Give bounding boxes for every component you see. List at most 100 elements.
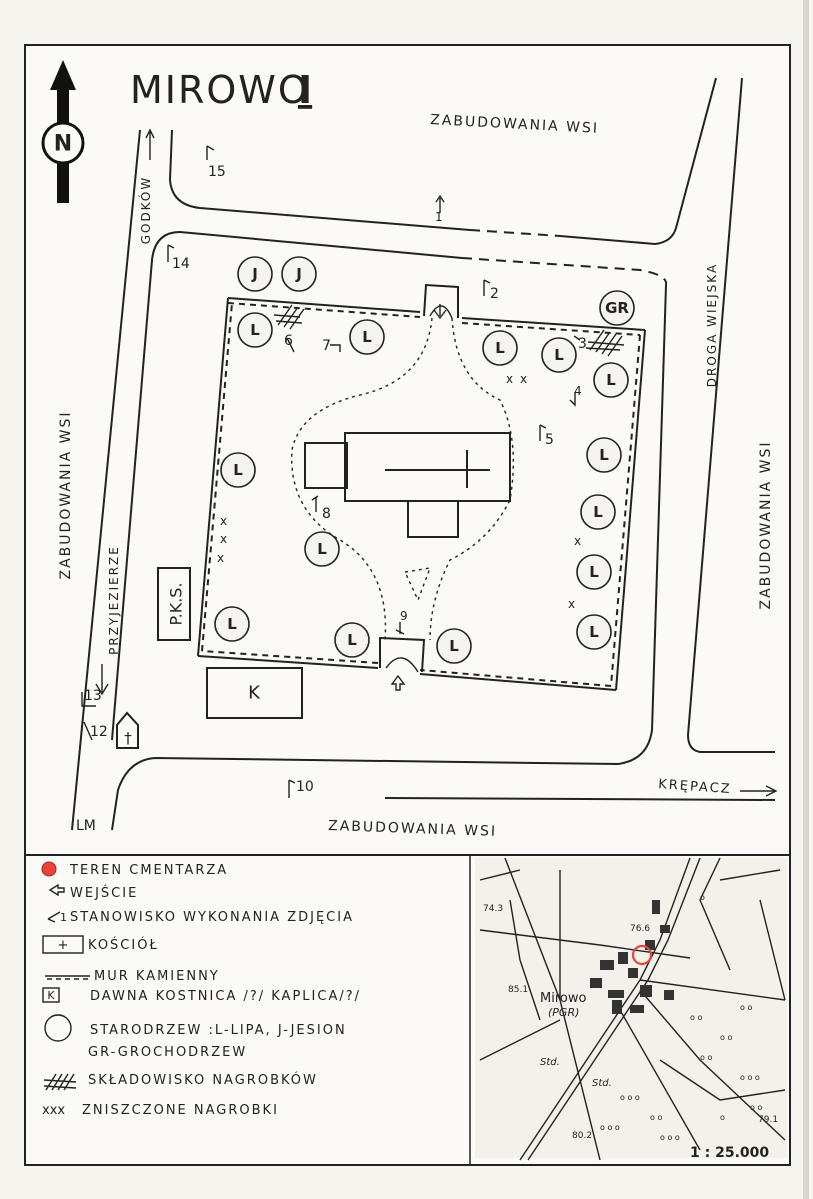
- svg-text:8: 8: [322, 506, 331, 522]
- svg-text:o: o: [700, 893, 705, 902]
- photo-point-5: 5: [539, 424, 554, 448]
- tree-lipa: L: [586, 437, 622, 473]
- svg-text:L: L: [599, 446, 609, 464]
- tree-lipa: L: [576, 554, 612, 590]
- legend-photo-icon: [47, 911, 61, 923]
- legend-zniszczone: ZNISZCZONE NAGROBKI: [82, 1103, 279, 1118]
- svg-text:3: 3: [578, 336, 587, 352]
- legend-k-icon: [42, 987, 60, 1003]
- legend-teren: TEREN CMENTARZA: [69, 863, 228, 878]
- svg-text:x: x: [220, 514, 227, 528]
- svg-text:9: 9: [400, 609, 408, 623]
- north-letter: N: [54, 132, 72, 157]
- photo-point-6: 6: [284, 333, 295, 353]
- tree-lipa: L: [214, 606, 250, 642]
- svg-text:+: +: [58, 938, 69, 953]
- photo-point-9: 9: [395, 609, 408, 635]
- inset-pgr: (PGR): [548, 1006, 579, 1019]
- inset-std-1: Std.: [540, 1057, 560, 1068]
- svg-text:14: 14: [172, 256, 190, 272]
- svg-text:x: x: [574, 534, 581, 548]
- chapel-building: †: [116, 711, 139, 749]
- svg-text:J: J: [295, 265, 302, 283]
- tree-lipa: L: [334, 622, 370, 658]
- svg-text:P.K.S.: P.K.S.: [167, 582, 186, 625]
- cemetery-path: [291, 317, 515, 641]
- inset-town: Mirowo: [540, 991, 586, 1006]
- svg-text:K: K: [47, 989, 55, 1002]
- tree-lipa: L: [237, 312, 273, 348]
- tree-lipa: L: [541, 337, 577, 373]
- arrow-przyjezierze-icon: [95, 664, 109, 696]
- label-godkow: GODKÓW: [138, 176, 153, 245]
- tree-grochodrzew: GR: [599, 290, 635, 326]
- legend-starodrzew-1: STARODRZEW :L-LIPA, J-JESION: [90, 1023, 347, 1038]
- svg-text:L: L: [554, 346, 564, 364]
- svg-text:1: 1: [435, 210, 443, 224]
- inset-height-5: 80.2: [572, 1131, 592, 1141]
- svg-text:o o: o o: [690, 1013, 702, 1022]
- photo-point-7: 7: [322, 338, 341, 354]
- inset-cemetery-marker: [631, 944, 653, 966]
- svg-text:5: 5: [545, 432, 554, 448]
- photo-point-10: 10: [288, 779, 314, 798]
- legend: TEREN CMENTARZA WEJŚCIE 1 STANOWISKO WYK…: [41, 861, 361, 1118]
- svg-text:L: L: [589, 563, 599, 581]
- cemetery-wall: [197, 297, 646, 691]
- svg-text:o o: o o: [700, 1053, 712, 1062]
- label-przyjezierze: PRZYJEZIERZE: [107, 545, 121, 655]
- svg-text:13: 13: [84, 688, 102, 704]
- label-left-village: ZABUDOWANIA WSI: [58, 411, 74, 580]
- legend-kostnica: DAWNA KOSTNICA /?/ KAPLICA/?/: [90, 989, 361, 1004]
- inset-height-4: 79.1: [758, 1115, 778, 1125]
- svg-text:x: x: [568, 597, 575, 611]
- tree-lipa: L: [349, 319, 385, 355]
- svg-text:x: x: [520, 372, 527, 386]
- inset-height-2: 76.6: [630, 924, 650, 934]
- label-bottom-village: ZABUDOWANIA WSI: [328, 818, 497, 840]
- legend-kosciol: KOŚCIÓŁ: [88, 937, 159, 953]
- legend-mur: MUR KAMIENNY: [94, 969, 220, 984]
- label-droga-wiejska: DROGA WIEJSKA: [705, 263, 719, 387]
- svg-text:L: L: [233, 461, 243, 479]
- label-right-village: ZABUDOWANIA WSI: [758, 441, 774, 610]
- svg-text:o o o: o o o: [660, 1133, 680, 1142]
- svg-text:o o: o o: [720, 1033, 732, 1042]
- svg-text:10: 10: [296, 779, 314, 795]
- svg-text:L: L: [317, 540, 327, 558]
- photo-point-8: 8: [311, 495, 331, 522]
- church: [304, 432, 511, 538]
- inset-height-3: 85.1: [508, 985, 528, 995]
- svg-text:o o: o o: [650, 1113, 662, 1122]
- svg-text:L: L: [589, 623, 599, 641]
- svg-text:12: 12: [90, 724, 108, 740]
- inset-topographic-map: o oo o o oo o o o o oo o o o oo o o oo o…: [475, 857, 787, 1161]
- legend-church-icon: [42, 935, 84, 954]
- photo-point-4: 4: [569, 384, 582, 407]
- kostnica-building: K: [206, 667, 303, 719]
- photo-point-3: 3: [573, 335, 587, 352]
- svg-text:J: J: [251, 265, 258, 283]
- legend-cemetery-swatch: [41, 861, 57, 877]
- svg-text:L: L: [362, 328, 372, 346]
- svg-text:x: x: [217, 551, 224, 565]
- legend-starodrzew-2: GR-GROCHODRZEW: [88, 1045, 247, 1060]
- tree-lipa: L: [436, 628, 472, 664]
- tree-lipa: L: [580, 494, 616, 530]
- svg-text:6: 6: [284, 333, 293, 349]
- author-signature: LM: [76, 818, 96, 834]
- svg-text:L: L: [593, 503, 603, 521]
- svg-text:L: L: [606, 371, 616, 389]
- photo-point-1: 1: [435, 194, 445, 224]
- legend-storage-icon: [43, 1073, 77, 1091]
- svg-text:†: †: [124, 729, 132, 747]
- photo-point-2: 2: [483, 279, 499, 302]
- svg-text:2: 2: [490, 286, 499, 302]
- svg-text:4: 4: [574, 384, 582, 398]
- legend-stanowisko: STANOWISKO WYKONANIA ZDJĘCIA: [70, 910, 354, 925]
- legend-entrance-icon: [48, 883, 65, 897]
- legend-tree-icon: [44, 1014, 72, 1042]
- arrow-godkow-icon: [145, 128, 155, 160]
- svg-text:o o o: o o o: [620, 1093, 640, 1102]
